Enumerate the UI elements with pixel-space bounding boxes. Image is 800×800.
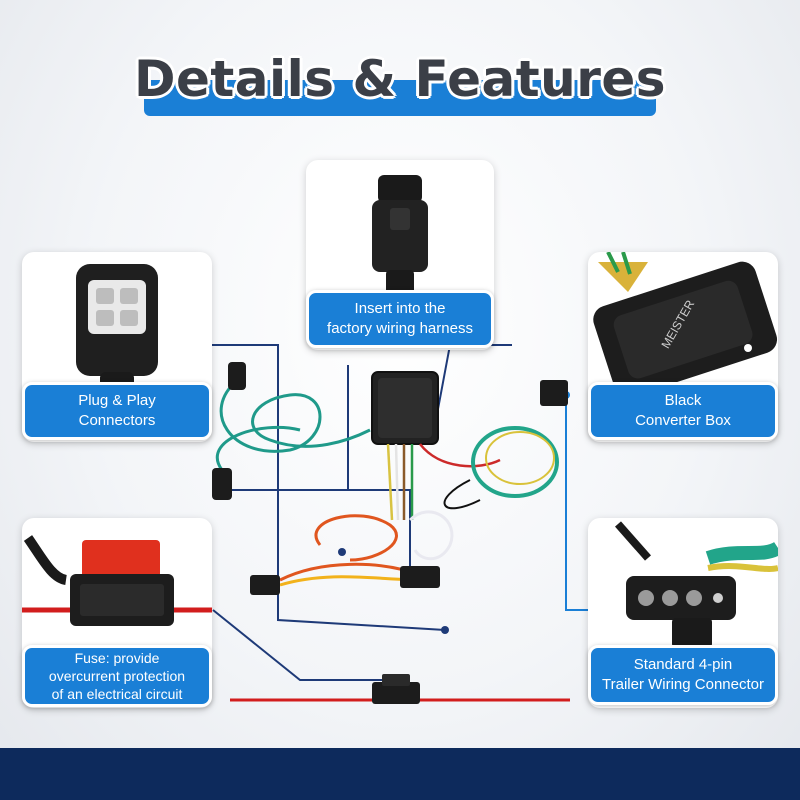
converter-box-image: MEISTER — [593, 252, 778, 398]
title-banner — [144, 80, 656, 116]
leader-line-converter — [434, 344, 512, 426]
leader-line-trailer — [565, 395, 592, 611]
fuse-label: Fuse: provide overcurrent protection of … — [22, 645, 212, 707]
plug-play-label: Plug & Play Connectors — [22, 382, 212, 440]
factory-connector-image — [372, 175, 428, 300]
factory-harness-label: Insert into the factory wiring harness — [306, 290, 494, 348]
trailer-connector-label: Standard 4-pin Trailer Wiring Connector — [588, 645, 778, 705]
trailer-connector-image — [615, 521, 778, 648]
page-title: Details & Features — [133, 50, 667, 108]
footer-band — [0, 748, 800, 800]
converter-box-label: Black Converter Box — [588, 382, 778, 440]
leader-line-plug-2 — [227, 489, 411, 572]
leader-line-plug — [212, 344, 446, 631]
fuse-image — [22, 535, 212, 626]
leader-line-fuse — [212, 609, 396, 681]
